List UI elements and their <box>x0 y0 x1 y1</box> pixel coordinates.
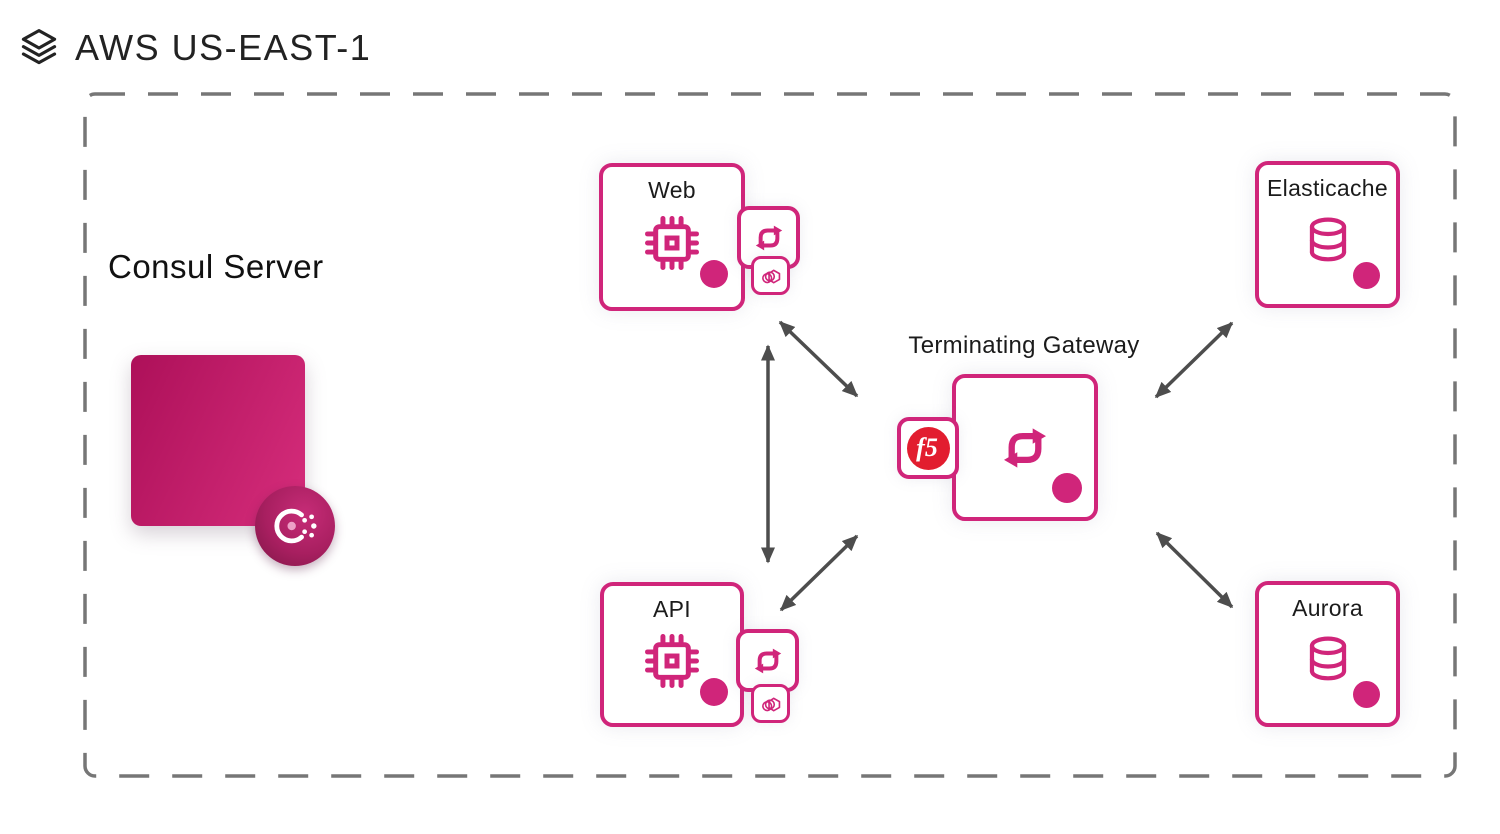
api-envoy-badge <box>751 684 790 723</box>
service-instance-dot <box>700 260 728 288</box>
api-service-label: API <box>653 596 691 622</box>
service-instance-dot <box>1353 681 1380 708</box>
database-icon <box>1301 215 1355 265</box>
service-instance-dot <box>1353 262 1380 289</box>
api-sidecar-proxy <box>736 629 799 692</box>
service-instance-dot <box>700 678 728 706</box>
envoy-icon <box>761 697 780 712</box>
sync-icon <box>990 413 1060 483</box>
api-service-node: API <box>600 582 744 727</box>
connection-arrow-terminating_gateway-aurora <box>1155 531 1234 609</box>
envoy-icon <box>761 269 780 284</box>
sync-icon <box>755 225 782 250</box>
connection-arrow-web-terminating_gateway <box>778 320 859 398</box>
aurora-node: Aurora <box>1255 581 1400 727</box>
web-service-label: Web <box>648 177 696 203</box>
f5-attachment: f5 <box>897 417 959 479</box>
terminating-gateway-node <box>952 374 1098 521</box>
consul-logo-badge <box>255 486 335 566</box>
service-instance-dot <box>1052 473 1082 503</box>
aurora-label: Aurora <box>1292 595 1363 621</box>
layers-icon <box>17 26 61 70</box>
web-service-node: Web <box>599 163 745 311</box>
database-icon <box>1301 634 1355 684</box>
f5-logo-text: f5 <box>916 433 938 462</box>
connection-arrow-api-terminating_gateway <box>779 534 859 612</box>
region-title: AWS US-EAST-1 <box>75 27 372 68</box>
consul-logo-icon <box>274 508 317 544</box>
terminating-gateway-label: Terminating Gateway <box>908 332 1140 359</box>
consul-server-label: Consul Server <box>108 248 324 285</box>
elasticache-node: Elasticache <box>1255 161 1400 308</box>
web-envoy-badge <box>751 256 790 295</box>
f5-logo-icon: f5 <box>906 426 950 470</box>
elasticache-label: Elasticache <box>1267 175 1388 201</box>
chip-icon <box>643 214 701 272</box>
chip-icon <box>643 632 701 690</box>
sync-icon <box>754 648 781 673</box>
